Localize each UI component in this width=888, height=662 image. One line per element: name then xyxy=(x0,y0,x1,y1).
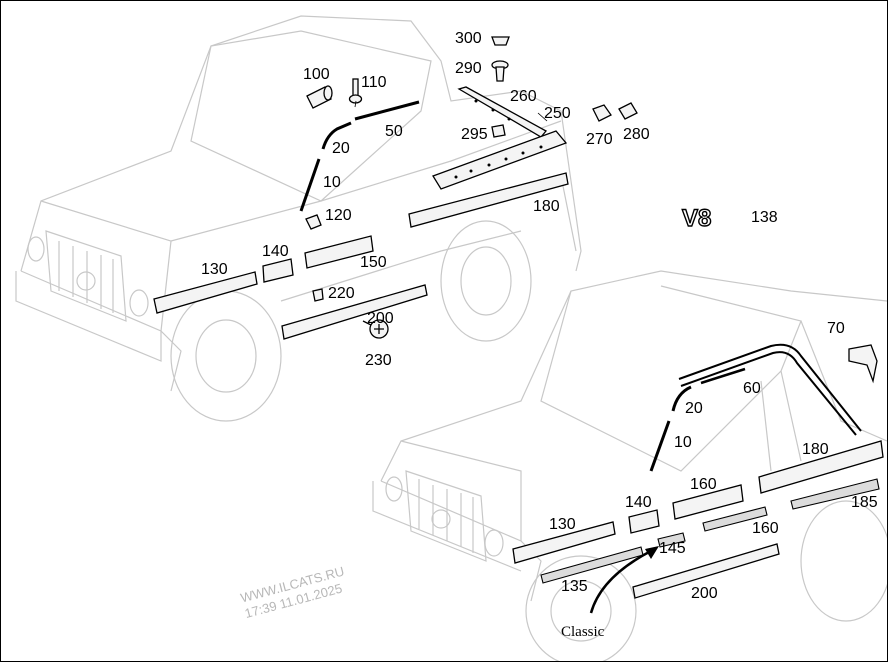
callout-70: 70 xyxy=(827,320,845,337)
part-140[interactable] xyxy=(262,258,294,283)
part-180[interactable] xyxy=(408,172,569,228)
lower-callouts: 70 60 20 10 180 160 140 130 160 185 145 … xyxy=(549,320,878,640)
part-110[interactable] xyxy=(348,78,363,104)
callout-220: 220 xyxy=(328,285,355,302)
part-20[interactable] xyxy=(321,121,352,150)
part-200[interactable] xyxy=(281,284,428,340)
part-130[interactable] xyxy=(153,271,258,314)
part-120[interactable] xyxy=(305,214,322,230)
part-300[interactable] xyxy=(491,36,510,46)
v8-badge-text: V8 xyxy=(682,205,711,232)
part-270[interactable] xyxy=(592,104,612,122)
upper-leaders xyxy=(354,100,548,122)
part-220[interactable] xyxy=(312,288,324,302)
callout-10-lower: 10 xyxy=(674,434,692,451)
callout-160-upper: 160 xyxy=(690,476,717,493)
part-20-lower[interactable] xyxy=(671,385,692,412)
part-160-upper[interactable] xyxy=(672,484,744,520)
part-70[interactable] xyxy=(678,343,862,432)
part-250[interactable] xyxy=(432,130,568,190)
part-185[interactable] xyxy=(790,478,880,510)
part-130-lower[interactable] xyxy=(512,521,616,564)
part-180-lower[interactable] xyxy=(758,440,884,494)
part-160-lower[interactable] xyxy=(702,506,768,532)
callout-140-lower: 140 xyxy=(625,494,652,511)
watermark: WWW.ILCATS.RU 17:39 11.01.2025 xyxy=(239,563,346,621)
callout-20: 20 xyxy=(332,140,350,157)
part-50[interactable] xyxy=(354,100,420,121)
callout-130: 130 xyxy=(201,261,228,278)
callout-130-lower: 130 xyxy=(549,516,576,533)
callout-160-lower: 160 xyxy=(752,520,779,537)
classic-label: Classic xyxy=(561,624,605,640)
callout-200-lower: 200 xyxy=(691,585,718,602)
part-140-lower[interactable] xyxy=(628,509,660,534)
callout-295: 295 xyxy=(461,126,488,143)
part-70-bracket[interactable] xyxy=(848,344,878,384)
v8-badge: V8 138 xyxy=(681,204,778,232)
callout-250: 250 xyxy=(544,105,571,122)
v8-badge-code: 138 xyxy=(751,209,778,226)
callout-180-lower: 180 xyxy=(802,441,829,458)
callout-180: 180 xyxy=(533,198,560,215)
callout-20-lower: 20 xyxy=(685,400,703,417)
callout-60: 60 xyxy=(743,380,761,397)
part-10-lower[interactable] xyxy=(649,420,671,472)
callout-280: 280 xyxy=(623,126,650,143)
classic-arrow xyxy=(589,549,652,614)
part-280[interactable] xyxy=(618,102,638,120)
part-60[interactable] xyxy=(700,367,746,385)
callout-185: 185 xyxy=(851,494,878,511)
callout-300: 300 xyxy=(455,30,482,47)
callout-120: 120 xyxy=(325,207,352,224)
part-230[interactable] xyxy=(362,319,389,339)
classic-arrowhead xyxy=(645,546,659,559)
callout-270: 270 xyxy=(586,131,613,148)
callout-290: 290 xyxy=(455,60,482,77)
part-200-lower[interactable] xyxy=(632,543,780,599)
callout-150: 150 xyxy=(360,254,387,271)
part-150[interactable] xyxy=(304,235,374,269)
callout-200: 200 xyxy=(367,310,394,327)
callout-140: 140 xyxy=(262,243,289,260)
callout-135: 135 xyxy=(561,578,588,595)
part-290[interactable] xyxy=(491,60,509,82)
part-250-holes xyxy=(454,99,543,179)
callout-260: 260 xyxy=(510,88,537,105)
lower-parts xyxy=(512,343,884,614)
callout-230: 230 xyxy=(365,352,392,369)
part-100[interactable] xyxy=(306,85,333,109)
part-295[interactable] xyxy=(491,124,506,138)
part-145[interactable] xyxy=(657,532,686,548)
callout-50: 50 xyxy=(385,123,403,140)
callout-100: 100 xyxy=(303,66,330,83)
lower-vehicle-outline xyxy=(372,270,887,661)
upper-parts xyxy=(153,36,638,340)
upper-callouts: 300 290 260 250 100 110 295 270 280 50 2… xyxy=(201,30,650,369)
callout-110: 110 xyxy=(361,74,387,91)
part-260[interactable] xyxy=(457,86,548,138)
part-10[interactable] xyxy=(299,158,321,212)
callout-10: 10 xyxy=(323,174,341,191)
callout-145: 145 xyxy=(659,540,686,557)
